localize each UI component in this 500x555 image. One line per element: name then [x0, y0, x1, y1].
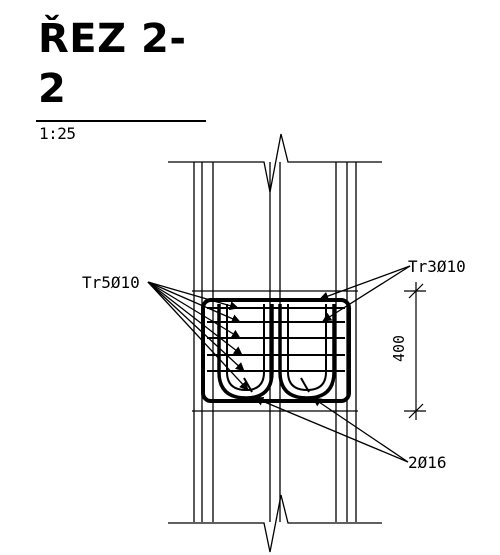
- label-stirrups-left: Tr5Ø10: [82, 273, 140, 292]
- beam-outline: [192, 290, 358, 412]
- u-bar-right: [278, 304, 336, 400]
- leader-stirrups-left: [147, 281, 249, 391]
- dimension-label: 400: [390, 335, 408, 362]
- title-underline: [36, 120, 206, 122]
- dimension-400: [404, 282, 426, 420]
- label-stirrup-top: Tr3Ø10: [408, 257, 466, 276]
- section-title: ŘEZ 2-2: [38, 16, 187, 112]
- label-bars: 2Ø16: [408, 453, 447, 472]
- leader-bars: [254, 396, 409, 463]
- break-line-top: [168, 133, 382, 193]
- break-line-bottom: [168, 494, 382, 553]
- leader-stirrup-top-inner: [322, 265, 411, 322]
- u-bar-right-inner: [287, 304, 327, 392]
- outer-stirrup: [201, 298, 351, 403]
- scale-label: 1:25: [39, 124, 76, 143]
- u-bar-left: [217, 304, 274, 400]
- leader-stirrup-top: [319, 265, 411, 301]
- title-block: ŘEZ 2-2 1:25: [36, 14, 208, 143]
